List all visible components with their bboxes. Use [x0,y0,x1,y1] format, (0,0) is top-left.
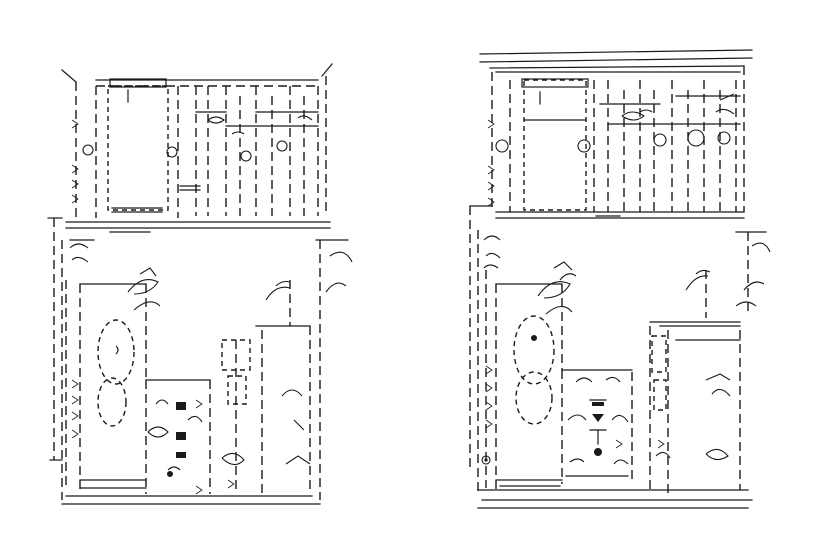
left-lower-cabinet [47,217,353,505]
right-roof [479,49,753,73]
right-view [469,49,771,509]
right-upper-cabinet [487,66,745,219]
left-view [47,63,353,505]
left-upper-cabinet [61,63,333,233]
right-lower-cabinet [469,205,771,509]
